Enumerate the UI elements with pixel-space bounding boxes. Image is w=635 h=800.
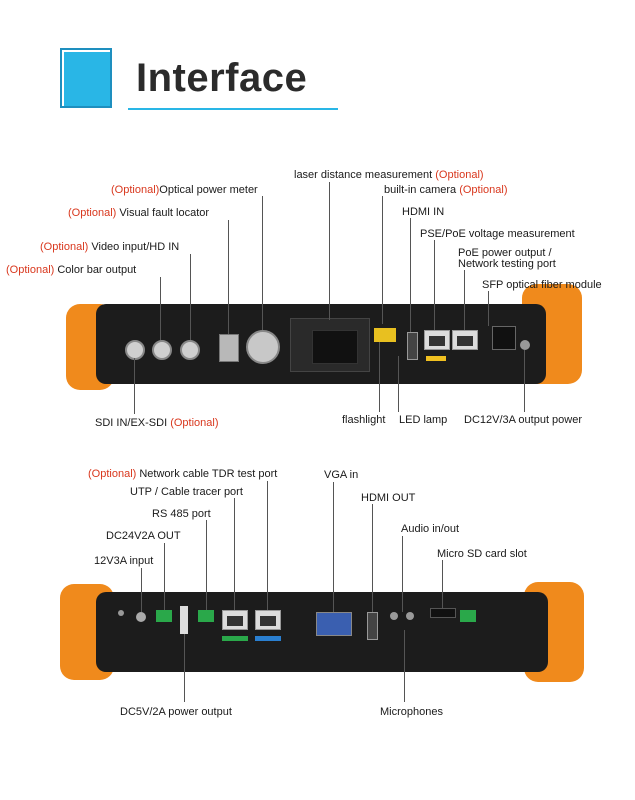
leader-laser	[329, 182, 330, 320]
leader-video	[190, 254, 191, 340]
label-dc12-input: 12V3A input	[94, 555, 154, 567]
microsd-slot	[430, 608, 456, 618]
leader-audio	[402, 536, 403, 612]
leader-hdmi-out	[372, 504, 373, 612]
label-microsd: Micro SD card slot	[437, 548, 527, 560]
tdr-tag	[255, 636, 281, 641]
colorbar-bnc-port	[152, 340, 172, 360]
label-vga-in: VGA in	[324, 469, 359, 481]
label-led: LED lamp	[399, 414, 448, 426]
rs485-terminal	[198, 610, 214, 622]
leader-dc12	[524, 350, 525, 412]
label-laser: laser distance measurement (Optional)	[294, 169, 484, 181]
label-poe-2: Network testing port	[458, 258, 556, 270]
pse-rj45-port	[424, 330, 450, 350]
leader-vga	[333, 482, 334, 612]
label-pse: PSE/PoE voltage measurement	[420, 228, 575, 240]
dc12-out-port	[520, 340, 530, 350]
flashlight-lens	[374, 328, 396, 342]
utp-rj45-port	[222, 610, 248, 630]
opm-port	[246, 330, 280, 364]
label-video: (Optional) Video input/HD IN	[40, 241, 180, 253]
bottom-right-terminal	[460, 610, 476, 622]
vfl-port	[219, 334, 239, 362]
poe-rj45-port	[452, 330, 478, 350]
leader-opm	[262, 196, 263, 330]
leader-colorbar	[160, 277, 161, 340]
leader-led	[398, 356, 399, 412]
leader-sfp	[488, 291, 489, 326]
label-rs485: RS 485 port	[152, 508, 211, 520]
leader-flashlight	[379, 342, 380, 412]
leader-hdmi-in	[410, 218, 411, 332]
label-audio: Audio in/out	[401, 523, 460, 535]
leader-dc5	[184, 634, 185, 702]
leader-vfl	[228, 220, 229, 334]
label-dc12: DC12V/3A output power	[464, 414, 583, 426]
hdmi-in-port	[407, 332, 418, 360]
label-camera: built-in camera (Optional)	[384, 184, 508, 196]
leader-dc24	[164, 543, 165, 610]
hdmi-out-port	[367, 612, 378, 640]
title-underline	[128, 108, 338, 110]
usb-port	[180, 606, 188, 634]
audio-jack-2	[406, 612, 414, 620]
leader-camera	[382, 196, 383, 324]
label-hdmi-out: HDMI OUT	[361, 492, 416, 504]
label-sfp: SFP optical fiber module	[482, 279, 602, 291]
label-vfl: (Optional) Visual fault locator	[68, 207, 210, 219]
leader-tdr	[267, 481, 268, 610]
leader-sdi	[134, 358, 135, 414]
label-sdi: SDI IN/EX-SDI (Optional)	[95, 417, 219, 429]
label-dc24: DC24V2A OUT	[106, 530, 181, 542]
label-mics: Microphones	[380, 706, 443, 718]
sdi-bnc-port	[125, 340, 145, 360]
label-utp: UTP / Cable tracer port	[130, 486, 243, 498]
leader-microsd	[442, 560, 443, 608]
video-bnc-port	[180, 340, 200, 360]
label-colorbar: (Optional) Color bar output	[6, 264, 137, 276]
leader-poe	[464, 270, 465, 330]
label-tdr: (Optional) Network cable TDR test port	[88, 468, 278, 480]
dc24-out-terminal	[156, 610, 172, 622]
title-accent-outline	[60, 48, 112, 108]
label-poe-1: PoE power output /	[458, 247, 552, 259]
leader-mics	[404, 630, 405, 702]
tdr-rj45-port	[255, 610, 281, 630]
audio-jack-1	[390, 612, 398, 620]
dc12-input-port	[136, 612, 146, 622]
vga-in-port	[316, 612, 352, 636]
page-title: Interface	[136, 56, 308, 100]
sfp-port	[492, 326, 516, 350]
leader-pse	[434, 240, 435, 330]
leader-rs485	[206, 520, 207, 610]
label-opm: (Optional)Optical power meter	[111, 184, 258, 196]
label-hdmi-in: HDMI IN	[402, 206, 445, 218]
label-flashlight: flashlight	[342, 414, 386, 426]
camera-lens	[312, 330, 358, 364]
leader-utp	[234, 498, 235, 610]
leader-dc12-input	[141, 568, 142, 612]
pse-tag	[426, 356, 446, 361]
utp-tag	[222, 636, 248, 641]
reset-button	[118, 610, 124, 616]
title-accent-square	[64, 52, 112, 108]
label-dc5: DC5V/2A power output	[120, 706, 232, 718]
